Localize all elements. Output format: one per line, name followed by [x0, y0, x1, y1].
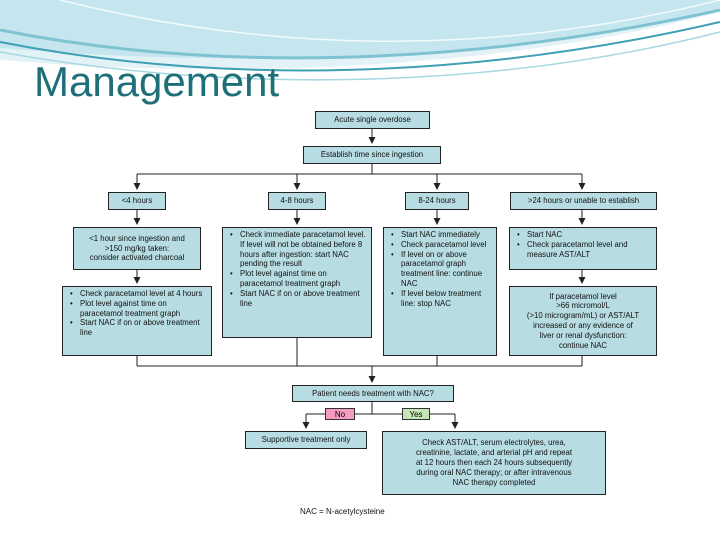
gt24-start-list: Start NAC Check paracetamol level and me…: [514, 230, 652, 259]
start-text: Acute single overdose: [334, 115, 411, 125]
branch-gt24-label-box: >24 hours or unable to establish: [510, 192, 657, 210]
monitoring-line: Check AST/ALT, serum electrolytes, urea,: [422, 438, 566, 448]
h4to8-item: Check immediate paracetamol level. If le…: [230, 230, 367, 269]
lt4-level-item: Check paracetamol level at 4 hours: [70, 289, 207, 299]
yes-label: Yes: [402, 408, 430, 420]
decision-text: Patient needs treatment with NAC?: [312, 388, 434, 398]
gt24-continue-box: If paracetamol level >66 micromol/L (>10…: [509, 286, 657, 356]
h8to24-item: Check paracetamol level: [391, 240, 492, 250]
gt24-continue-line: increased or any evidence of: [533, 321, 633, 330]
decision-box: Patient needs treatment with NAC?: [292, 385, 454, 402]
h8to24-list: Start NAC immediately Check paracetamol …: [388, 230, 492, 309]
establish-time-text: Establish time since ingestion: [320, 150, 424, 160]
slide-title: Management: [34, 58, 280, 105]
branch-4-8-label-box: 4-8 hours: [268, 192, 326, 210]
gt24-start-box: Start NAC Check paracetamol level and me…: [509, 227, 657, 270]
branch-lt4-label-box: <4 hours: [108, 192, 166, 210]
branch-8-24-label-box: 8-24 hours: [405, 192, 469, 210]
h8to24-item: If level on or above paracetamol graph t…: [391, 250, 492, 289]
lt4-level-list: Check paracetamol level at 4 hours Plot …: [67, 289, 207, 338]
h4to8-item: Plot level against time on paracetamol t…: [230, 269, 367, 289]
monitoring-line: during oral NAC therapy; or after intrav…: [416, 467, 572, 477]
monitoring-line: NAC therapy completed: [452, 477, 536, 487]
lt4-charcoal-line: >150 mg/kg taken:: [104, 243, 170, 253]
monitoring-line: at 12 hours then each 24 hours subsequen…: [415, 458, 573, 468]
supportive-box: Supportive treatment only: [245, 431, 367, 449]
h4to8-list: Check immediate paracetamol level. If le…: [227, 230, 367, 309]
h4to8-box: Check immediate paracetamol level. If le…: [222, 227, 372, 338]
gt24-start-item: Start NAC: [517, 230, 652, 240]
lt4-charcoal-line: consider activated charcoal: [89, 253, 185, 263]
no-label: No: [325, 408, 355, 420]
monitoring-box: Check AST/ALT, serum electrolytes, urea,…: [382, 431, 606, 495]
lt4-charcoal-box: <1 hour since ingestion and >150 mg/kg t…: [73, 227, 201, 270]
supportive-text: Supportive treatment only: [261, 435, 351, 445]
lt4-charcoal-line: <1 hour since ingestion and: [89, 233, 185, 243]
h8to24-item: If level below treatment line: stop NAC: [391, 289, 492, 309]
gt24-continue-line: If paracetamol level: [549, 291, 617, 301]
lt4-level-box: Check paracetamol level at 4 hours Plot …: [62, 286, 212, 356]
branch-4-8-label: 4-8 hours: [280, 196, 314, 206]
start-box: Acute single overdose: [315, 111, 430, 129]
h8to24-box: Start NAC immediately Check paracetamol …: [383, 227, 497, 356]
establish-time-box: Establish time since ingestion: [303, 146, 441, 164]
branch-8-24-label: 8-24 hours: [418, 196, 456, 206]
gt24-continue-line: >66 micromol/L: [556, 301, 610, 311]
gt24-start-item: Check paracetamol level and measure AST/…: [517, 240, 652, 260]
gt24-continue-line: (>10 microgram/mL) or AST/ALT: [526, 311, 640, 321]
h4to8-item: Start NAC if on or above treatment line: [230, 289, 367, 309]
branch-gt24-label: >24 hours or unable to establish: [527, 196, 640, 206]
footnote: NAC = N-acetylcysteine: [300, 507, 385, 516]
lt4-level-item: Start NAC if on or above treatment line: [70, 318, 207, 338]
lt4-level-item: Plot level against time on paracetamol t…: [70, 299, 207, 319]
gt24-continue-line: liver or renal dysfunction:: [539, 330, 627, 340]
monitoring-line: creatinine, lactate, and arterial pH and…: [415, 448, 573, 458]
header-wave-decoration: [0, 0, 720, 81]
gt24-continue-line: continue NAC: [558, 340, 608, 350]
h8to24-item: Start NAC immediately: [391, 230, 492, 240]
branch-lt4-label: <4 hours: [121, 196, 153, 206]
